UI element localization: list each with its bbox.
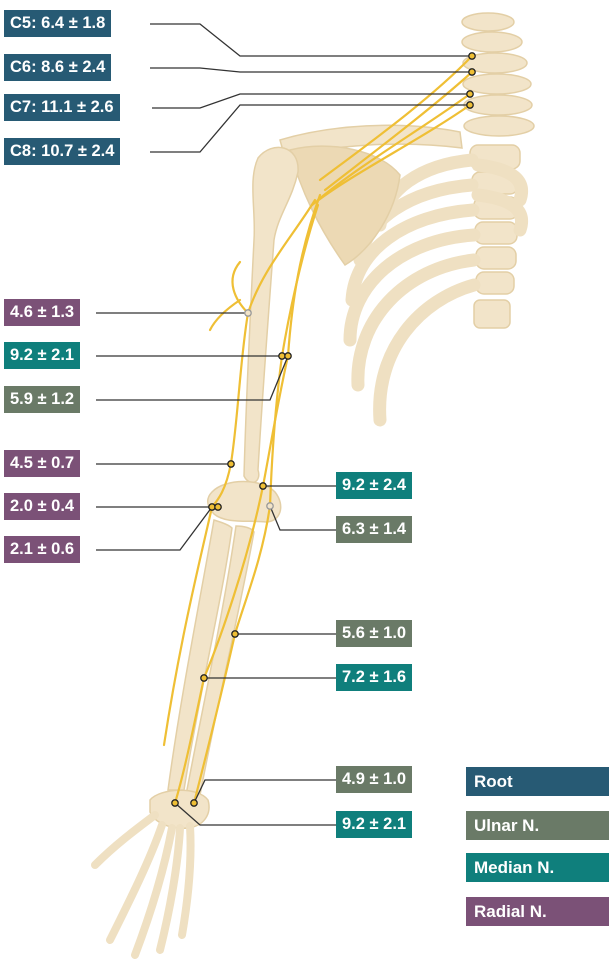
label-c8: C8: 10.7 ± 2.4 — [4, 138, 120, 165]
radial-nerve — [164, 200, 315, 745]
label-median-2: 9.2 ± 2.4 — [336, 472, 412, 499]
legend-radial: Radial N. — [466, 897, 609, 926]
label-radial-2: 4.5 ± 0.7 — [4, 450, 80, 477]
legend-ulnar: Ulnar N. — [466, 811, 609, 840]
label-median-4: 9.2 ± 2.1 — [336, 811, 412, 838]
label-radial-3: 2.0 ± 0.4 — [4, 493, 80, 520]
label-ulnar-3: 5.6 ± 1.0 — [336, 620, 412, 647]
hand-bones — [95, 815, 191, 955]
label-c6: C6: 8.6 ± 2.4 — [4, 54, 111, 81]
legend-root: Root — [466, 767, 609, 796]
label-ulnar-1: 5.9 ± 1.2 — [4, 386, 80, 413]
label-c7: C7: 11.1 ± 2.6 — [4, 94, 120, 121]
label-median-1: 9.2 ± 2.1 — [4, 342, 80, 369]
label-ulnar-4: 4.9 ± 1.0 — [336, 766, 412, 793]
label-radial-1: 4.6 ± 1.3 — [4, 299, 80, 326]
label-median-3: 7.2 ± 1.6 — [336, 664, 412, 691]
legend-median: Median N. — [466, 853, 609, 882]
label-c5: C5: 6.4 ± 1.8 — [4, 10, 111, 37]
label-ulnar-2: 6.3 ± 1.4 — [336, 516, 412, 543]
label-radial-4: 2.1 ± 0.6 — [4, 536, 80, 563]
